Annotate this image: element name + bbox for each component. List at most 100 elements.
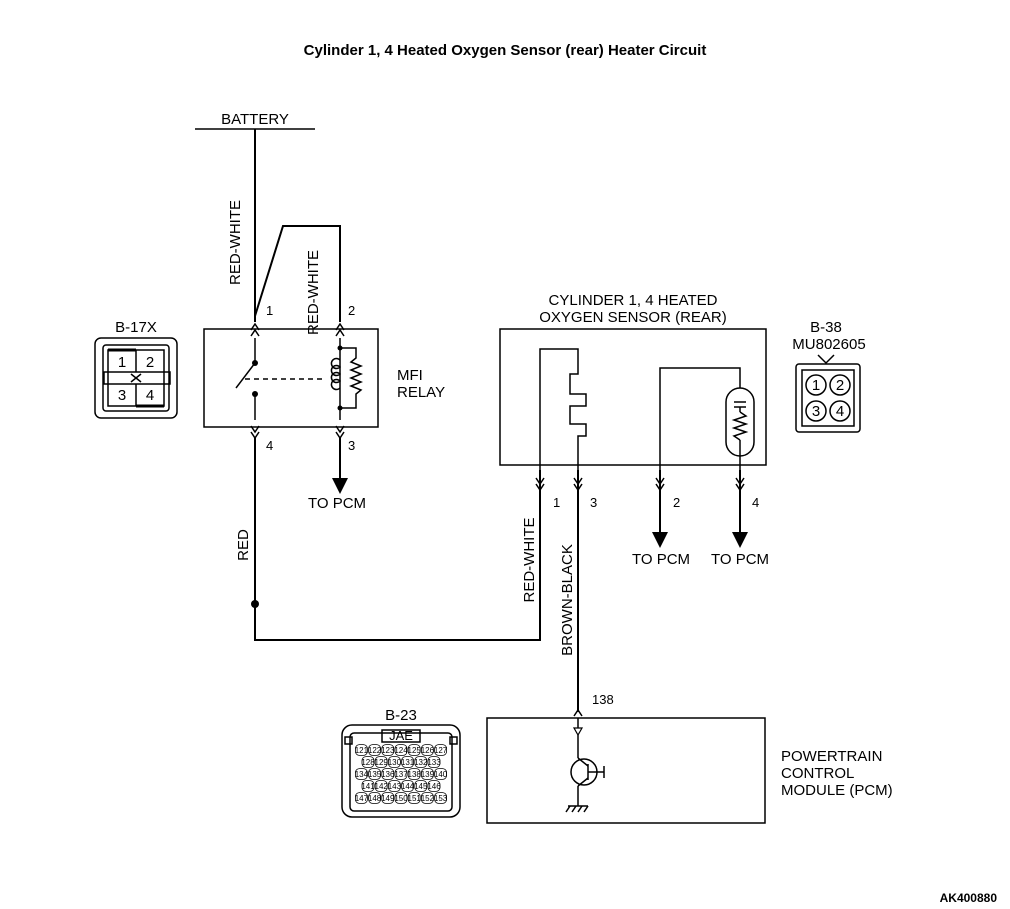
b23-pin-label: 151 (408, 794, 422, 803)
b23-pin-label: 142 (375, 782, 389, 791)
b23-pin-cell (361, 780, 375, 792)
wire-label-relay-coil: RED-WHITE (305, 250, 322, 335)
svg-text:4: 4 (146, 387, 154, 404)
b23-pin-label: 137 (394, 770, 408, 779)
connector-b17x: B-17X 1 2 3 4 (94, 319, 178, 419)
b23-pin-label: 136 (381, 770, 395, 779)
figure-code: AK400880 (940, 891, 998, 905)
mfi-relay-box (203, 328, 379, 428)
wire-label-battery-relay: RED-WHITE (227, 200, 244, 285)
b23-pin-cell (407, 768, 421, 780)
pcm-name-line1: POWERTRAIN (781, 748, 882, 765)
splice-point (251, 600, 259, 608)
pcm-terminal-mark (573, 708, 583, 717)
svg-text:1: 1 (812, 377, 820, 394)
pcm-box (486, 717, 766, 824)
b23-pin-cell (394, 744, 408, 756)
b23-pin-label: 123 (381, 746, 395, 755)
b23-pin-label: 125 (408, 746, 422, 755)
b23-pin-cell (394, 768, 408, 780)
wire-relay-sensor (254, 438, 541, 641)
b23-pin-label: 138 (408, 770, 422, 779)
b23-pin-cell (434, 768, 448, 780)
b23-pin-label: 150 (394, 794, 408, 803)
b23-pin-label: 132 (414, 758, 428, 767)
sensor-pin-4: 4 (752, 495, 759, 510)
b23-pin-cell (407, 792, 421, 804)
pcm-pin-138: 138 (592, 692, 614, 707)
relay-name-line2: RELAY (397, 384, 445, 401)
relay-name-line1: MFI (397, 367, 423, 384)
b23-pin-cell (401, 756, 415, 768)
b23-pin-label: 124 (394, 746, 408, 755)
sensor-pin2-to-pcm: TO PCM (632, 551, 690, 568)
b23-pin-cell (434, 792, 448, 804)
b23-pin-cell (427, 780, 441, 792)
b23-pin-cell (368, 768, 382, 780)
battery-label: BATTERY (221, 111, 289, 128)
b23-pin-cell (420, 768, 434, 780)
b23-pin-label: 129 (375, 758, 389, 767)
sensor-pin4-to-pcm: TO PCM (711, 551, 769, 568)
b23-pin-label: 135 (368, 770, 382, 779)
sensor-element-symbol (539, 348, 587, 470)
svg-text:2: 2 (836, 377, 844, 394)
wire-relay-coil-feed (254, 225, 341, 322)
svg-text:4: 4 (836, 403, 844, 420)
b23-pin-label: 152 (421, 794, 435, 803)
b23-pin-cell (381, 744, 395, 756)
svg-text:3: 3 (118, 387, 126, 404)
sensor-terminal-marks (535, 477, 745, 492)
b23-pin-label: 130 (388, 758, 402, 767)
b23-pin-cell (434, 744, 448, 756)
relay-switch-symbol (235, 338, 322, 420)
b23-pin-label: 144 (401, 782, 415, 791)
sensor-heater-symbol (659, 367, 755, 470)
b23-pin-label: 127 (434, 746, 448, 755)
svg-text:2: 2 (146, 354, 154, 371)
b23-pin-cell (414, 756, 428, 768)
b23-pin-label: 141 (361, 782, 375, 791)
wire-label-brown-black: BROWN-BLACK (559, 544, 576, 656)
wire-label-sensor-pin1: RED-WHITE (521, 518, 538, 603)
sensor-name-line2: OXYGEN SENSOR (REAR) (539, 309, 727, 326)
sensor-pin-1: 1 (553, 495, 560, 510)
b23-maker: JAE (389, 728, 413, 743)
b23-pin-label: 122 (368, 746, 382, 755)
b23-pin-cell (401, 780, 415, 792)
b23-pin-label: 133 (427, 758, 441, 767)
b23-pin-cell (354, 768, 368, 780)
b23-pin-label: 134 (355, 770, 369, 779)
sensor-pin-2: 2 (673, 495, 680, 510)
relay-pin-4: 4 (266, 438, 273, 453)
sensor-pin-3: 3 (590, 495, 597, 510)
b23-pin-label: 145 (414, 782, 428, 791)
relay-pin-2: 2 (348, 303, 355, 318)
relay-pin-1: 1 (266, 303, 273, 318)
b23-pin-label: 121 (355, 746, 369, 755)
b38-part: MU802605 (792, 336, 865, 353)
pcm-transistor-symbol (565, 718, 605, 813)
b23-pin-cell (374, 756, 388, 768)
b23-pin-cell (381, 792, 395, 804)
svg-text:3: 3 (812, 403, 820, 420)
relay-to-pcm-label: TO PCM (308, 495, 366, 512)
b23-pin-cell (354, 792, 368, 804)
wire-label-red: RED (235, 529, 252, 561)
b23-pin-label: 128 (361, 758, 375, 767)
b23-pin-cell (394, 792, 408, 804)
pcm-name-line3: MODULE (PCM) (781, 782, 893, 799)
b23-pin-label: 146 (427, 782, 441, 791)
connector-b38: B-38 MU802605 1 2 3 4 (792, 319, 866, 433)
b23-pin-cell (420, 792, 434, 804)
b23-pin-label: 149 (381, 794, 395, 803)
relay-coil-symbol (330, 338, 364, 420)
b23-pin-label: 140 (434, 770, 448, 779)
b23-pin-label: 153 (434, 794, 448, 803)
b23-pin-label: 147 (355, 794, 369, 803)
svg-text:1: 1 (118, 354, 126, 371)
b38-id: B-38 (810, 319, 842, 336)
b23-pin-label: 139 (421, 770, 435, 779)
